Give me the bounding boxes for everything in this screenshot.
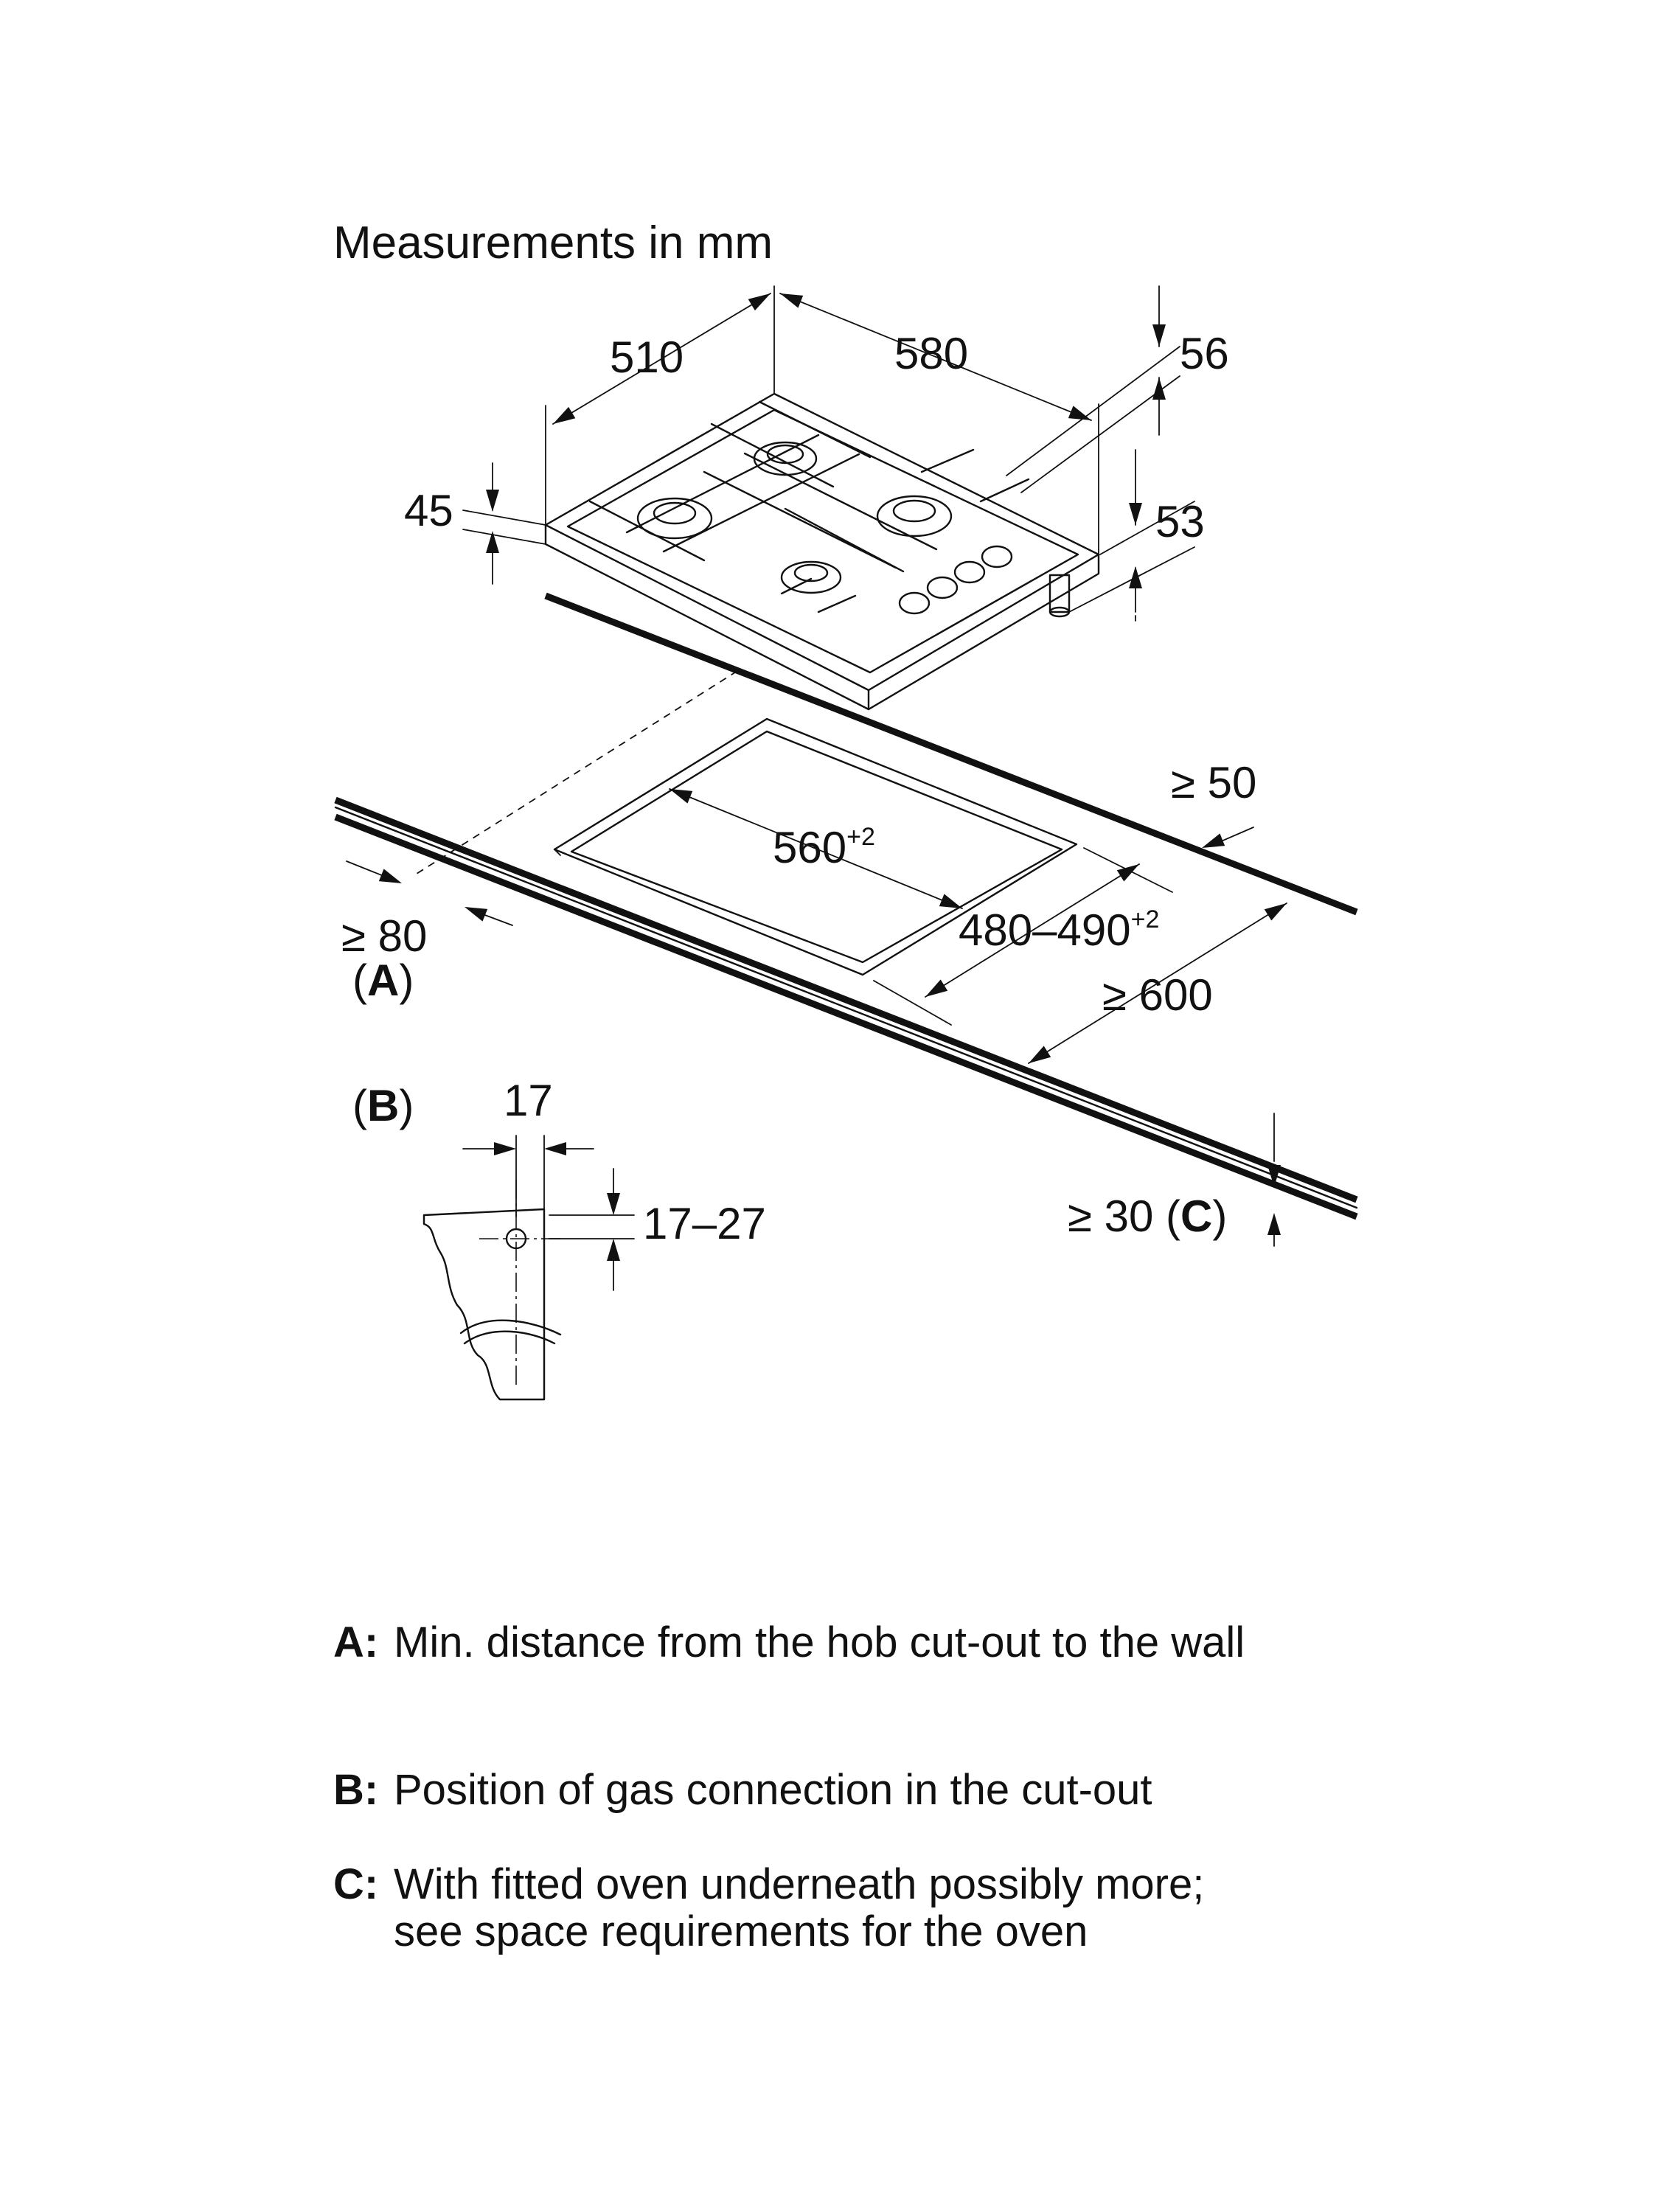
dim-510-label: 510 [610,333,684,382]
dim-cutout-width-480-490: 480–490+2 [873,847,1173,1026]
dim-580-label: 580 [894,329,968,378]
dim-56-label: 56 [1180,329,1229,378]
dim-min-80-label: ≥ 80 [341,911,427,961]
gas-connection-detail: (B) 17 17–27 [352,1076,766,1401]
gas-connection-hole [505,1228,527,1250]
dim-480-490-label: 480–490+2 [959,905,1159,955]
legend-key-c: C: [333,1860,379,1908]
hob-cutout [553,717,1078,976]
dim-45-label: 45 [404,486,453,535]
dim-worktop-depth: ≥ 600 [1025,897,1290,1069]
dim-height-53: 53 [1068,449,1205,622]
marker-A: (A) [352,956,414,1005]
control-knobs [898,545,1013,615]
dim-width-510: 510 [549,288,774,430]
worktop [334,592,1358,1220]
dim-wall-clearance: ≥ 80 (A) [341,860,513,1005]
dim-cutout-length-560: 560+2 [667,782,965,915]
legend-text-b: Position of gas connection in the cut-ou… [394,1766,1152,1814]
legend-key-b: B: [333,1766,379,1814]
marker-B: (B) [352,1081,414,1130]
dim-height-45: 45 [404,462,546,585]
burner-rear-left [753,441,818,476]
gas-hob [544,392,1100,711]
dim-17-label: 17 [504,1076,553,1125]
dim-min-50-label: ≥ 50 [1171,758,1256,807]
dim-560-label: 560+2 [773,823,875,872]
legend-text-a: Min. distance from the hob cut-out to th… [394,1618,1245,1666]
burner-front-right [780,560,842,594]
dim-height-56: 56 [1006,285,1229,493]
dim-rear-clearance: ≥ 50 [1171,758,1256,855]
dim-min-30-label: ≥ 30 (C) [1068,1192,1227,1241]
wall-reference-line [416,670,738,874]
dim-53-label: 53 [1155,497,1205,546]
dim-worktop-thickness: ≥ 30 (C) [1068,1113,1281,1247]
measurements-heading: Measurements in mm [333,218,773,268]
dim-depth-580: 580 [777,287,1094,427]
burner-rear-right [876,495,953,538]
dim-17-27-label: 17–27 [643,1199,766,1248]
burner-front-left [636,497,713,540]
legend-text-c: With fitted oven underneath possibly mor… [394,1860,1205,1955]
legend-key-a: A: [333,1618,379,1666]
dim-min-600-label: ≥ 600 [1102,970,1213,1020]
